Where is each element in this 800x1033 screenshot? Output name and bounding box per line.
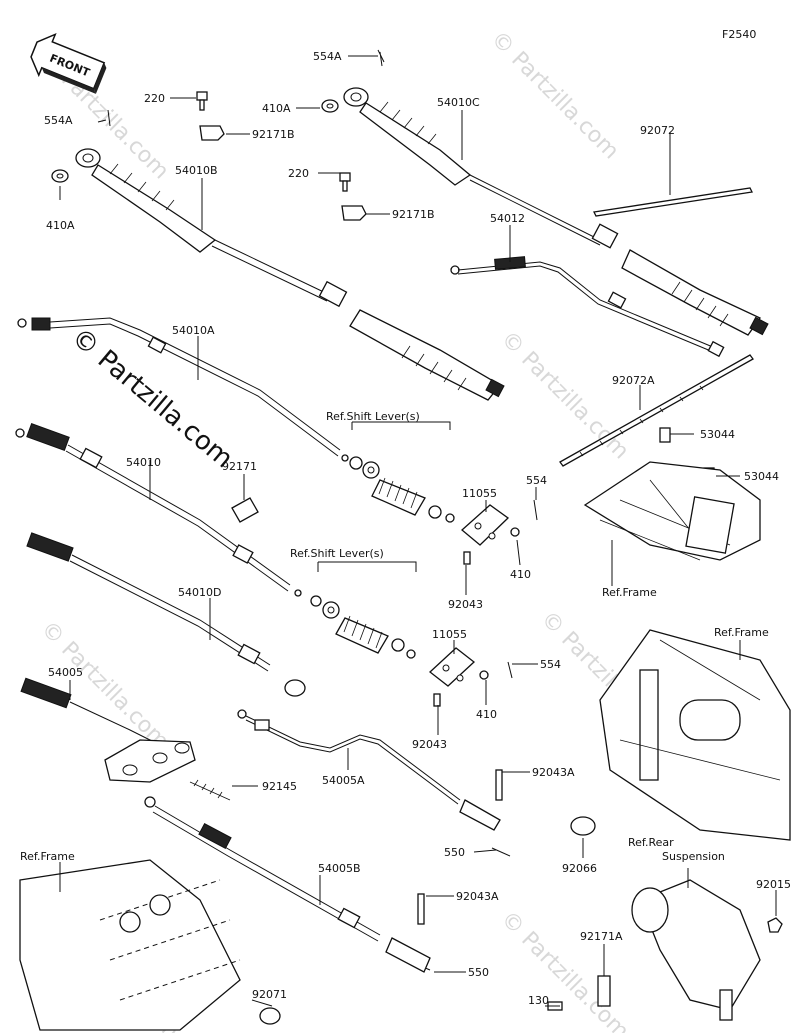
label-ref-frame: Ref.Frame (20, 850, 75, 863)
label-53044: 53044 (744, 470, 779, 483)
label-ref-frame: Ref.Frame (714, 626, 769, 639)
label-92066: 92066 (562, 862, 597, 875)
label-54010B: 54010B (175, 164, 218, 177)
label-54010A: 54010A (172, 324, 215, 337)
label-554: 554 (540, 658, 561, 671)
cable-54010C (343, 87, 769, 336)
label-ref-frame: Ref.Frame (602, 586, 657, 599)
label-92043: 92043 (448, 598, 483, 611)
cable-54010D (26, 532, 306, 697)
label-410: 410 (476, 708, 497, 721)
label-550: 550 (468, 966, 489, 979)
bracket-11055-b (428, 647, 476, 687)
cable-54012 (450, 256, 725, 358)
shift-lever-set-1 (349, 421, 455, 523)
frame-right (583, 461, 761, 561)
label-92171B: 92171B (392, 208, 435, 221)
label-54012: 54012 (490, 212, 525, 225)
label-92015: 92015 (756, 878, 791, 891)
label-54010: 54010 (126, 456, 161, 469)
label-53044: 53044 (700, 428, 735, 441)
cable-54010B (75, 148, 505, 401)
label-92043: 92043 (412, 738, 447, 751)
label-554A: 554A (313, 50, 342, 63)
rear-suspension (631, 879, 761, 1021)
label-11055: 11055 (462, 487, 497, 500)
label-54010D: 54010D (178, 586, 221, 599)
bracket-11055-a (461, 504, 510, 546)
watermark: © Partzilla.com (36, 617, 174, 755)
label-410A: 410A (46, 219, 75, 232)
leader-lines (59, 55, 777, 1007)
label-92145: 92145 (262, 780, 297, 793)
figure-code: F2540 (722, 28, 756, 41)
label-220: 220 (144, 92, 165, 105)
label-410A: 410A (262, 102, 291, 115)
label-92171B: 92171B (252, 128, 295, 141)
label-11055: 11055 (432, 628, 467, 641)
label-54005A: 54005A (322, 774, 365, 787)
label-ref-shift-lever: Ref.Shift Lever(s) (326, 410, 420, 423)
label-54005: 54005 (48, 666, 83, 679)
label-92171A: 92171A (580, 930, 623, 943)
watermark: © Partzilla.com (496, 327, 634, 465)
cable-54010A (17, 317, 349, 462)
label-ref-shift-lever: Ref.Shift Lever(s) (290, 547, 384, 560)
watermark: © Partzilla.com (486, 27, 624, 165)
watermark: © Partzilla.com (496, 907, 634, 1033)
label-ref-rear: Ref.Rear (628, 836, 674, 849)
label-130: 130 (528, 994, 549, 1007)
cable-54005B (144, 796, 431, 973)
cable-54010 (15, 422, 302, 597)
cable-54005A (237, 709, 501, 831)
label-92043A: 92043A (456, 890, 499, 903)
label-550: 550 (444, 846, 465, 859)
part-labels: 554A 554A 220 220 410A 410A 92171B 92171… (20, 50, 791, 1007)
label-92072A: 92072A (612, 374, 655, 387)
label-suspension: Suspension (662, 850, 725, 863)
label-92071: 92071 (252, 988, 287, 1001)
label-220: 220 (288, 167, 309, 180)
label-92043A: 92043A (532, 766, 575, 779)
label-54010C: 54010C (437, 96, 480, 109)
label-92072: 92072 (640, 124, 675, 137)
label-54005B: 54005B (318, 862, 361, 875)
frame-left (19, 859, 241, 1031)
label-410: 410 (510, 568, 531, 581)
label-554: 554 (526, 474, 547, 487)
label-554A: 554A (44, 114, 73, 127)
hardware (51, 49, 783, 1025)
cable-54005 (20, 677, 231, 801)
shift-lever-set-2 (310, 561, 417, 659)
label-92171: 92171 (222, 460, 257, 473)
frame-middle (599, 629, 791, 841)
front-arrow-icon: FRONT (30, 32, 107, 94)
